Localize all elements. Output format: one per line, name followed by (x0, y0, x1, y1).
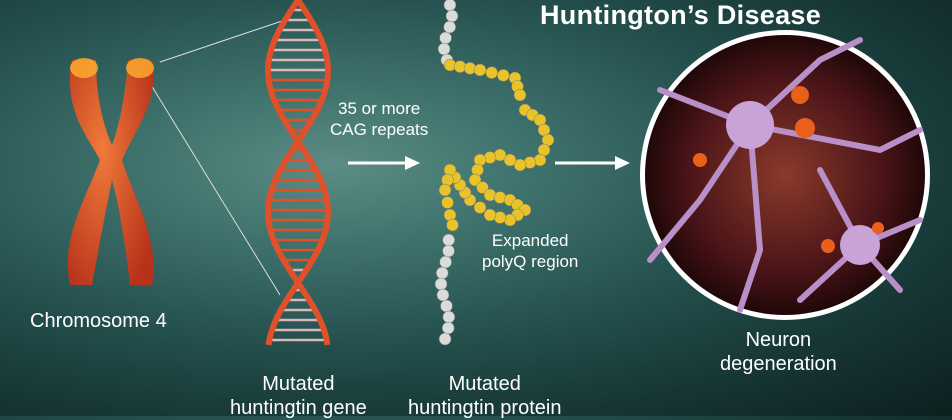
gene-line-2: huntingtin gene (230, 397, 367, 419)
polyq-label: Expanded polyQ region (482, 230, 578, 272)
neuron-label: Neuron degeneration (720, 328, 837, 376)
arrow-icon (555, 156, 630, 170)
neuron-line-1: Neuron (745, 329, 812, 351)
neuron-illustration (640, 30, 930, 320)
chromosome-label: Chromosome 4 (30, 310, 167, 332)
protein-label: Mutated huntingtin protein (408, 372, 561, 420)
protein-line-1: Mutated (448, 373, 521, 395)
cag-line-1: 35 or more (338, 99, 421, 118)
cag-repeats-label: 35 or more CAG repeats (330, 98, 428, 140)
arrow-icon (348, 156, 420, 170)
polyq-line-2: polyQ region (482, 252, 579, 271)
cag-line-2: CAG repeats (330, 120, 429, 139)
dna-helix-illustration (265, 0, 331, 346)
chromosome-4-illustration (67, 19, 286, 296)
polyq-line-1: Expanded (491, 231, 569, 250)
protein-line-2: huntingtin protein (408, 397, 562, 419)
protein-chain-illustration (434, 0, 555, 346)
neuron-line-2: degeneration (720, 353, 837, 375)
gene-line-1: Mutated (262, 373, 335, 395)
page-title: Huntington’s Disease (540, 0, 822, 30)
gene-label: Mutated huntingtin gene (230, 372, 367, 420)
